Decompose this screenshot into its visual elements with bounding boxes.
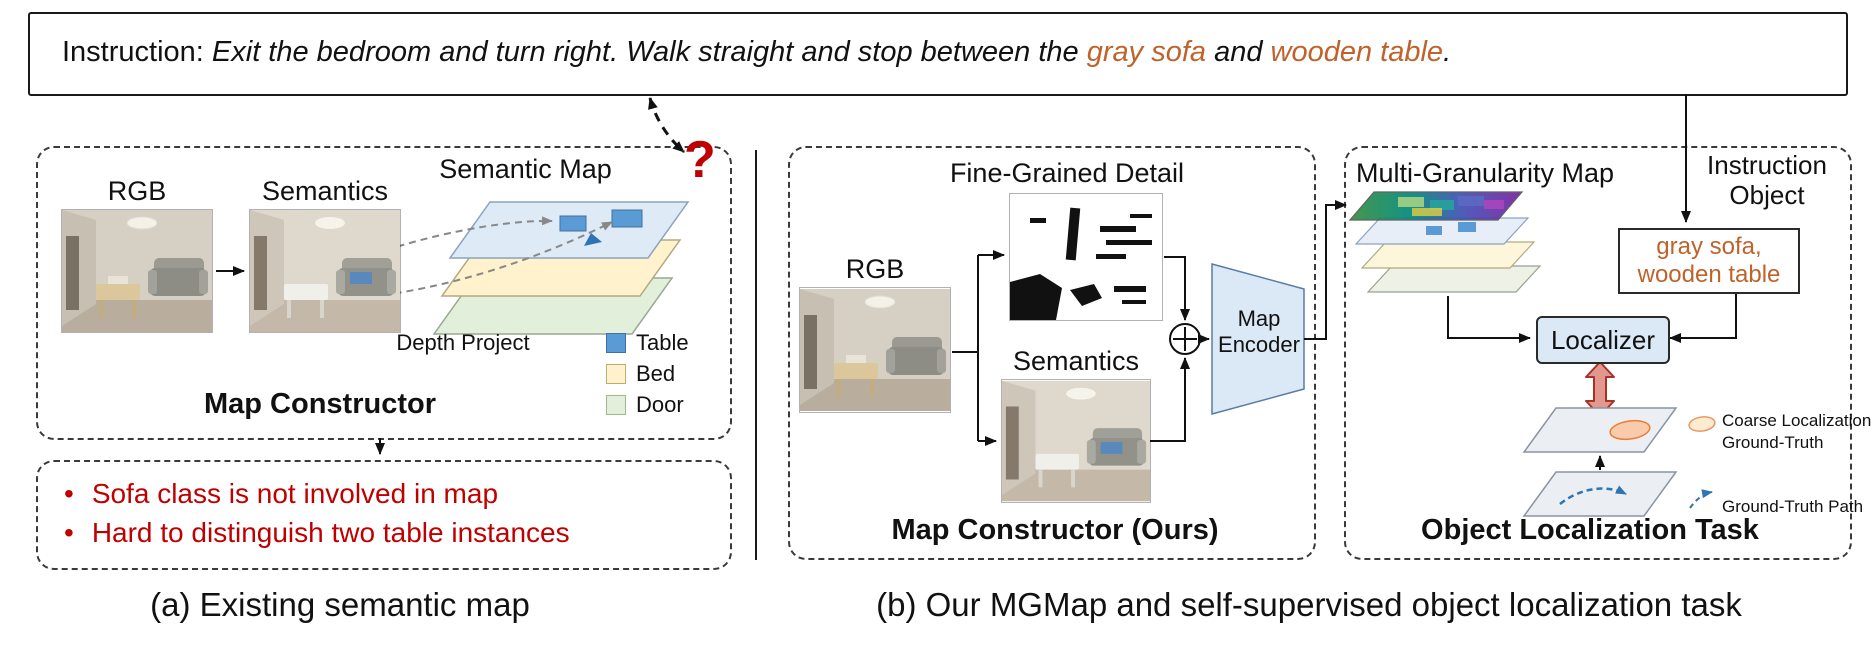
instruction-period: . [1443, 36, 1452, 68]
semantics-image-a [250, 210, 400, 332]
semantic-map-legend: Table Bed Door [606, 330, 689, 425]
legend-row-bed: Bed [606, 361, 689, 386]
legend-row-table: Table [606, 330, 689, 355]
localizer-label: Localizer [1550, 324, 1656, 355]
section-divider [755, 150, 757, 560]
instruction-objects-box: gray sofa, wooden table [1618, 228, 1800, 294]
caption-b: (b) Our MGMap and self-supervised object… [876, 586, 1742, 623]
instruction-label: Instruction: [62, 36, 204, 68]
issues-panel [36, 460, 732, 570]
instruction-part1: Exit the bedroom and turn right. Walk st… [211, 36, 1079, 68]
semantics-image-b [1002, 380, 1150, 502]
caption-a: (a) Existing semantic map [150, 586, 530, 623]
instruction-object-label: Instruction Object [1707, 150, 1827, 210]
fine-grained-image [1010, 194, 1162, 320]
instruction-conjunction: and [1214, 36, 1263, 68]
ground-truth-path-legend: Ground-Truth Path [1722, 497, 1864, 516]
depth-project-label: Depth Project [396, 330, 530, 355]
object-localization-panel [1344, 146, 1852, 560]
instruction-object1: gray sofa [1086, 36, 1207, 68]
question-mark: ? [684, 131, 716, 189]
semantic-map-label: Semantic Map [439, 154, 612, 184]
bed-swatch [606, 364, 626, 384]
instruction-objects-text: gray sofa, wooden table [1637, 233, 1781, 288]
issue-item: Hard to distinguish two table instances [64, 517, 728, 549]
coarse-localization-legend: Coarse Localization Ground-Truth [1722, 411, 1872, 452]
semantics-label-b: Semantics [1012, 346, 1140, 376]
issue-item: Sofa class is not involved in map [64, 478, 728, 510]
object-localization-title: Object Localization Task [1421, 514, 1759, 546]
legend-row-door: Door [606, 392, 689, 417]
door-swatch [606, 395, 626, 415]
fine-grained-label: Fine-Grained Detail [949, 158, 1185, 188]
door-legend-label: Door [636, 392, 684, 417]
map-encoder-label: Map Encoder [1218, 306, 1300, 357]
map-constructor-ours-title: Map Constructor (Ours) [891, 514, 1219, 546]
rgb-image-a [62, 210, 212, 332]
multi-granularity-map-label: Multi-Granularity Map [1355, 158, 1615, 188]
map-constructor-ours-panel [788, 146, 1316, 560]
semantics-label-a: Semantics [261, 176, 389, 206]
rgb-label-a: RGB [107, 176, 167, 206]
map-constructor-panel [36, 146, 732, 440]
map-constructor-title: Map Constructor [204, 388, 436, 420]
table-legend-label: Table [636, 330, 689, 355]
localizer-module: Localizer [1536, 316, 1670, 364]
mismatch-double-arrow [648, 97, 685, 154]
issues-list: Sofa class is not involved in map Hard t… [36, 462, 728, 549]
bed-legend-label: Bed [636, 361, 676, 386]
instruction-object2: wooden table [1270, 36, 1444, 68]
rgb-label-b: RGB [845, 254, 905, 284]
rgb-image-b [800, 288, 950, 412]
instruction-text: Instruction: Exit the bedroom and turn r… [62, 12, 1451, 92]
instruction-banner [28, 12, 1848, 96]
table-swatch [606, 333, 626, 353]
